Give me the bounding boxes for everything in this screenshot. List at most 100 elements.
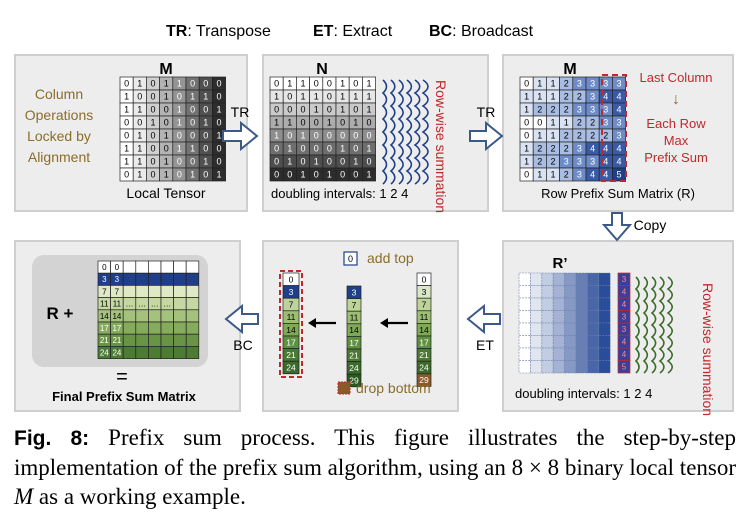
- matrix-cell: 0: [322, 154, 337, 169]
- matrix-cell: [173, 285, 187, 298]
- cell-value: 21: [286, 350, 296, 360]
- matrix-cell: [518, 322, 531, 336]
- legend-tr-text: : Transpose: [187, 23, 271, 40]
- matrix-cell: [552, 347, 565, 361]
- matrix-cell: 2: [559, 141, 574, 156]
- summation-wave: [413, 79, 421, 185]
- matrix-cell: 0: [269, 76, 284, 91]
- matrix-cell: [564, 360, 577, 374]
- matrix-cell: [541, 310, 554, 324]
- matrix-cell: [173, 297, 187, 311]
- cell-value: 1: [274, 131, 279, 141]
- cell-value: 4: [616, 92, 621, 102]
- left-arrow-icon: [308, 318, 336, 328]
- cell-value: 1: [524, 92, 529, 102]
- cell-value: 17: [112, 324, 121, 333]
- cell-value: 0: [287, 170, 292, 180]
- matrix-cell: 1: [519, 141, 534, 156]
- cell-value: 2: [564, 131, 569, 141]
- matrix-cell: 3: [585, 89, 600, 104]
- matrix-cell: 3: [110, 272, 124, 286]
- matrix-cell: 0: [110, 260, 124, 274]
- cell-value: 0: [203, 131, 208, 141]
- cell-value: 0: [190, 131, 195, 141]
- cell-value: 3: [590, 79, 595, 89]
- matrix-cell: 1: [132, 141, 147, 156]
- cell-value: 1: [314, 92, 319, 102]
- cell-value: 14: [349, 325, 359, 335]
- matrix-cell: 3: [585, 102, 600, 117]
- matrix-cell: [518, 272, 531, 286]
- cell-value: 1: [164, 131, 169, 141]
- matrix-cell: [185, 297, 200, 311]
- cell-value: 11: [350, 313, 359, 323]
- matrix-cell: 2: [585, 128, 600, 143]
- matrix-cell: [541, 297, 554, 311]
- cell-value: 1: [300, 170, 305, 180]
- matrix-cell: [598, 310, 611, 324]
- matrix-cell: 0: [519, 167, 534, 182]
- cell-value: 0: [524, 118, 529, 128]
- cell-value: 1: [366, 92, 371, 102]
- matrix-cell: [575, 360, 588, 374]
- matrix-cell: 21: [416, 348, 432, 362]
- matrix-cell: 1: [159, 89, 174, 104]
- matrix-cell: 11: [346, 310, 362, 325]
- cell-value: 1: [287, 79, 292, 89]
- result-highlight: [279, 270, 303, 378]
- matrix-cell: 14: [282, 323, 300, 337]
- matrix-cell: [587, 347, 600, 361]
- matrix-cell: [598, 322, 611, 336]
- cell-value: 1: [124, 105, 129, 115]
- matrix-cell: [530, 310, 543, 324]
- cell-value: …: [151, 300, 159, 309]
- matrix-cell: 3: [346, 285, 362, 299]
- matrix-cell: 1: [546, 76, 560, 91]
- cell-value: 2: [577, 92, 582, 102]
- matrix-cell: [575, 297, 588, 311]
- cell-value: 14: [112, 312, 121, 321]
- copy-arrow: Copy: [601, 212, 666, 242]
- cell-value: 1: [190, 170, 195, 180]
- matrix-cell: [552, 360, 565, 374]
- cell-value: 1: [190, 92, 195, 102]
- cell-value: 0: [150, 79, 155, 89]
- matrix-cell: 1: [132, 76, 147, 91]
- matrix-cell: 1: [335, 141, 350, 156]
- panel1-title: M: [159, 61, 172, 78]
- matrix-cell: [587, 310, 600, 324]
- matrix-cell: 1: [546, 128, 560, 143]
- cell-value: 1: [550, 92, 555, 102]
- matrix-cell: 3: [282, 285, 300, 299]
- cell-value: 0: [340, 118, 345, 128]
- matrix-cell: 7: [282, 297, 300, 312]
- matrix-cell: [148, 272, 162, 286]
- matrix-cell: 1: [519, 102, 534, 117]
- matrix-cell: 4: [612, 154, 626, 169]
- matrix-cell: 0: [296, 102, 310, 117]
- matrix-cell: 0: [335, 115, 350, 130]
- cell-value: 3: [577, 170, 582, 180]
- cell-value: 0: [137, 92, 142, 102]
- cell-value: 1: [550, 131, 555, 141]
- cell-value: 0: [327, 92, 332, 102]
- cell-value: 1: [164, 170, 169, 180]
- panel2-annotation: Row-wise summation: [433, 80, 449, 213]
- summation-wave: [389, 79, 396, 185]
- cell-value: 4: [616, 157, 621, 167]
- svg-text:ET: Extract: ET: Extract: [313, 23, 393, 40]
- matrix-cell: 7: [110, 285, 124, 298]
- cell-value: 0: [327, 131, 332, 141]
- matrix-cell: [552, 297, 565, 311]
- cell-value: 24: [100, 348, 109, 357]
- caption-text: Prefix sum process. This figure illustra…: [14, 425, 736, 480]
- matrix-cell: [598, 347, 611, 361]
- matrix-cell: 0: [185, 115, 200, 130]
- cell-value: 2: [537, 144, 542, 154]
- cell-value: 0: [340, 157, 345, 167]
- matrix-cell: 0: [146, 141, 160, 156]
- matrix-cell: 0: [119, 128, 134, 143]
- cell-value: 2: [550, 157, 555, 167]
- matrix-cell: 0: [348, 76, 363, 91]
